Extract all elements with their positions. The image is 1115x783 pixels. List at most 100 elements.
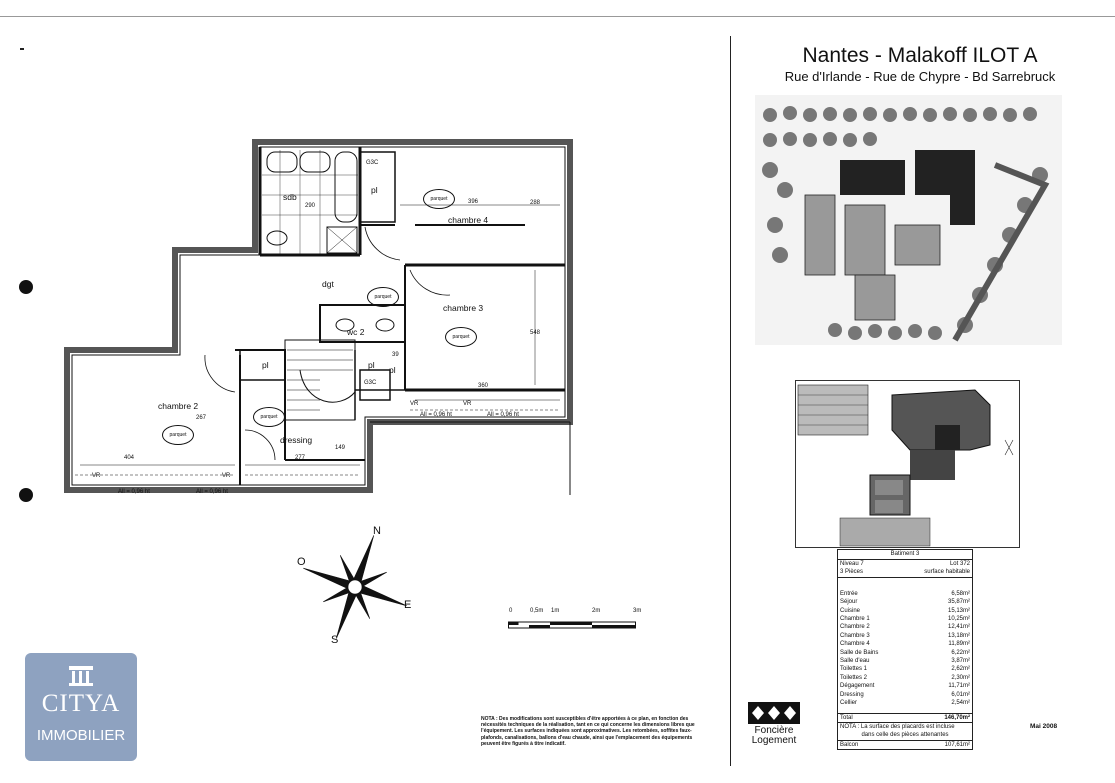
table-row: Toilettes 1 2,62m²: [838, 665, 972, 673]
disclaimer-note: NOTA : Des modifications sont susceptibl…: [481, 716, 695, 747]
table-row-value: 10,25m²: [947, 616, 970, 623]
table-row-value: 2,30m²: [951, 674, 970, 681]
window-vr-4: VR: [463, 401, 472, 407]
table-row: Chambre 3 13,18m²: [838, 632, 972, 640]
site-plan-map: [755, 95, 1062, 345]
window-vr-3: VR: [410, 401, 419, 407]
table-row: Salle d'eau 3,87m²: [838, 657, 972, 665]
room-chambre-4: chambre 4: [448, 215, 489, 225]
table-row-name: Salle d'eau: [840, 658, 870, 665]
table-row-value: 6,22m²: [951, 649, 970, 656]
parquet-oval-chambre-4: parquet: [423, 189, 455, 209]
table-row-value: 2,62m²: [951, 666, 970, 673]
table-row: Séjour 35,87m²: [838, 598, 972, 606]
dimension-396: 396: [468, 199, 479, 205]
room-sdb: sdb: [283, 192, 297, 202]
table-row-name: Salle de Bains: [840, 649, 879, 656]
table-row-value: 11,71m²: [948, 683, 970, 690]
table-row-name: Chambre 2: [840, 624, 870, 631]
table-total-value: 146,70m²: [944, 714, 970, 721]
window-height-3: All = 0,96 ht: [420, 412, 452, 418]
page-title: Nantes - Malakoff ILOT A: [802, 44, 1038, 67]
parquet-oval-dgt: parquet: [367, 287, 399, 307]
fonciere-line-1: Foncière: [754, 725, 794, 736]
punch-hole-1: [19, 280, 33, 294]
citya-name: CITYA: [41, 690, 121, 717]
window-height-1: All = 0,96 ht: [118, 489, 150, 495]
table-row-value: 3,87m²: [951, 658, 970, 665]
table-building: Batiment 3: [838, 550, 972, 560]
parquet-oval-chambre-3: parquet: [445, 327, 477, 347]
scale-label-1: 1m: [551, 608, 560, 614]
table-row: Chambre 1 10,25m²: [838, 615, 972, 623]
fonciere-line-2: Logement: [751, 735, 797, 746]
table-row-name: Cuisine: [840, 607, 861, 614]
parquet-oval-dressing: parquet: [253, 407, 285, 427]
table-lot: Lot 372: [949, 561, 970, 567]
scale-label-2: 2m: [592, 608, 601, 614]
table-row-value: 12,41m²: [947, 624, 970, 631]
table-row-name: Chambre 1: [840, 616, 870, 623]
closet-pl-4: pl: [389, 365, 396, 375]
dimension-149: 149: [335, 445, 346, 451]
punch-hole-2: [19, 488, 33, 502]
dimension-360: 360: [478, 383, 489, 389]
window-height-4: All = 0,96 ht: [487, 412, 519, 418]
table-row-value: 6,58m²: [951, 590, 970, 597]
scale-label-3: 3m: [633, 608, 642, 614]
table-balcony-value: 107,61m²: [944, 741, 970, 748]
table-rooms-count: 3 Pièces: [840, 569, 864, 576]
date-label: Mai 2008: [1030, 723, 1058, 730]
table-row-value: 15,13m²: [947, 607, 970, 614]
table-row-name: Dressing: [840, 691, 864, 698]
table-row-value: 2,54m²: [951, 700, 970, 707]
table-row: Cellier 2,54m²: [838, 699, 972, 707]
diamond-logo-icon: [748, 702, 800, 724]
fonciere-logement-logo: Foncière Logement: [744, 702, 804, 752]
dimension-267: 267: [196, 415, 207, 421]
table-row-value: 35,87m²: [947, 599, 970, 606]
floor-plan: [64, 139, 573, 495]
dimension-277: 277: [295, 455, 306, 461]
window-height-2: All = 0,96 ht: [196, 489, 228, 495]
closet-pl-3: pl: [368, 360, 375, 370]
table-note-line-1: NOTA : La surface des placards est inclu…: [840, 723, 955, 730]
g3c-label-2: G3C: [364, 380, 377, 386]
compass-west: O: [297, 556, 306, 568]
scale-label-0: 0: [509, 608, 513, 614]
table-row: Dressing 6,01m²: [838, 691, 972, 699]
compass-rose: [303, 535, 407, 639]
table-row: Salle de Bains 6,22m²: [838, 649, 972, 657]
table-balcony-label: Balcon: [840, 741, 859, 748]
level-plan-thumbnail: [795, 380, 1020, 548]
table-row-name: Cellier: [840, 700, 858, 707]
table-row-value: 11,89m²: [948, 641, 970, 648]
room-dgt: dgt: [322, 279, 334, 289]
table-total-label: Total: [840, 714, 853, 721]
column-icon: [69, 666, 93, 686]
room-dressing: dressing: [280, 435, 313, 445]
table-row: Chambre 2 12,41m²: [838, 623, 972, 631]
vertical-divider: [730, 36, 731, 766]
dimension-39: 39: [392, 352, 399, 358]
table-note-line-2: dans celle des pièces attenantes: [861, 732, 949, 739]
window-vr-1: VR: [92, 473, 101, 479]
table-row-name: Séjour: [840, 599, 858, 606]
scale-label-05: 0,5m: [530, 608, 544, 614]
dimension-290: 290: [305, 203, 316, 209]
citya-logo: CITYA IMMOBILIER: [25, 653, 137, 761]
compass-north: N: [373, 525, 381, 537]
scale-bar: [508, 621, 636, 629]
surface-table: Batiment 3 Niveau 7 Lot 372 3 Pièces sur…: [837, 549, 973, 751]
top-rule: [0, 16, 1115, 17]
room-chambre-2: chambre 2: [158, 401, 199, 411]
table-row-name: Toilettes 1: [840, 666, 868, 673]
table-row-value: 13,18m²: [947, 632, 970, 639]
compass-east: E: [404, 599, 412, 611]
table-row-name: Chambre 3: [840, 632, 870, 639]
table-row-value: 6,01m²: [951, 691, 970, 698]
